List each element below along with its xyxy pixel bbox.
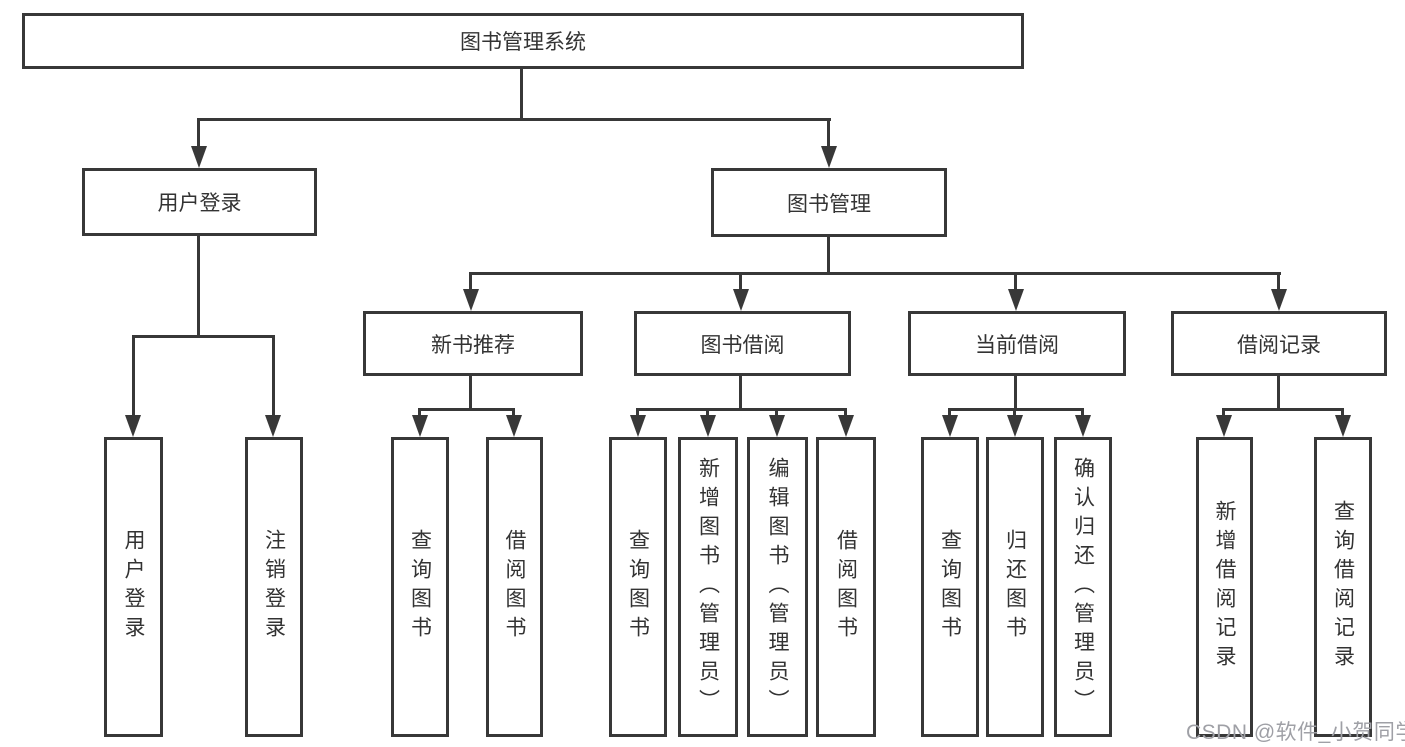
leaf-user-login: 用户登录 <box>104 437 163 737</box>
arrowhead-current-borrow <box>1008 289 1024 311</box>
arrowhead-leaf <box>506 415 522 437</box>
connector-borrow-records-stem <box>1277 376 1280 408</box>
connector-leaf <box>948 408 951 421</box>
node-current-borrow: 当前借阅 <box>908 311 1126 376</box>
arrowhead-leaf <box>1335 415 1351 437</box>
leaf-br-query-record: 查询借阅记录 <box>1314 437 1372 737</box>
connector-leaf <box>636 408 639 421</box>
node-book-borrow-label: 图书借阅 <box>700 333 785 357</box>
node-new-books: 新书推荐 <box>363 311 583 376</box>
arrowhead-leaf-user-login <box>125 415 141 437</box>
node-root: 图书管理系统 <box>22 13 1024 69</box>
connector-book-mgmt-stem <box>827 236 830 273</box>
node-book-mgmt-label: 图书管理 <box>787 192 871 216</box>
node-new-books-label: 新书推荐 <box>431 333 515 357</box>
leaf-cb-confirm-return: 确认归还（管理员） <box>1054 437 1112 737</box>
connector-book-borrow-stem <box>739 376 742 408</box>
arrowhead-leaf <box>1007 415 1023 437</box>
connector-leaf <box>706 408 709 421</box>
leaf-bb-borrow-books: 借阅图书 <box>816 437 876 737</box>
connector-to-leaf-logout <box>272 335 275 421</box>
arrowhead-book-borrow <box>733 289 749 311</box>
arrowhead-leaf <box>412 415 428 437</box>
arrowhead-user-login <box>191 146 207 168</box>
node-borrow-records-label: 借阅记录 <box>1237 333 1321 357</box>
leaf-cb-query-books-label: 查询图书 <box>938 529 962 645</box>
leaf-user-login-label: 用户登录 <box>122 529 145 645</box>
connector-level3-bus <box>469 272 1281 275</box>
leaf-cb-return-books: 归还图书 <box>986 437 1044 737</box>
connector-current-borrow-bus <box>949 408 1084 411</box>
leaf-logout: 注销登录 <box>245 437 303 737</box>
connector-leaf <box>1222 408 1225 421</box>
csdn-watermark: CSDN @软件_小贺同学 <box>1186 721 1405 744</box>
connector-user-login-bus <box>132 335 274 338</box>
leaf-bb-query-books: 查询图书 <box>609 437 667 737</box>
node-borrow-records: 借阅记录 <box>1171 311 1387 376</box>
leaf-bb-edit-books: 编辑图书（管理员） <box>747 437 808 737</box>
leaf-bb-edit-books-label: 编辑图书（管理员） <box>766 456 789 718</box>
leaf-nb-borrow-books-label: 借阅图书 <box>503 529 526 645</box>
arrowhead-leaf <box>700 415 716 437</box>
connector-borrow-records-bus <box>1223 408 1344 411</box>
leaf-logout-label: 注销登录 <box>262 529 286 645</box>
connector-leaf <box>1081 408 1084 421</box>
arrowhead-leaf <box>1075 415 1091 437</box>
connector-to-user-login <box>197 118 200 152</box>
node-book-mgmt: 图书管理 <box>711 168 947 237</box>
connector-leaf <box>512 408 515 421</box>
connector-leaf <box>1013 408 1016 421</box>
node-user-login: 用户登录 <box>82 168 317 236</box>
leaf-bb-add-books: 新增图书（管理员） <box>678 437 738 737</box>
node-user-login-label: 用户登录 <box>157 192 242 215</box>
arrowhead-leaf <box>769 415 785 437</box>
arrowhead-new-books <box>463 289 479 311</box>
connector-to-book-borrow <box>739 272 742 294</box>
connector-leaf <box>1341 408 1344 421</box>
leaf-nb-query-books-label: 查询图书 <box>408 529 432 645</box>
leaf-br-add-record-label: 新增借阅记录 <box>1213 500 1236 674</box>
leaf-nb-query-books: 查询图书 <box>391 437 449 737</box>
arrowhead-leaf <box>630 415 646 437</box>
leaf-cb-query-books: 查询图书 <box>921 437 979 737</box>
connector-book-borrow-bus <box>637 408 847 411</box>
arrowhead-book-mgmt <box>821 146 837 168</box>
leaf-nb-borrow-books: 借阅图书 <box>486 437 543 737</box>
connector-root-stem <box>520 69 523 118</box>
leaf-bb-borrow-books-label: 借阅图书 <box>834 529 858 645</box>
leaf-cb-return-books-label: 归还图书 <box>1003 529 1027 645</box>
leaf-cb-confirm-return-label: 确认归还（管理员） <box>1071 456 1095 718</box>
node-book-borrow: 图书借阅 <box>634 311 851 376</box>
arrowhead-leaf-logout <box>265 415 281 437</box>
connector-current-borrow-stem <box>1014 376 1017 408</box>
connector-to-leaf-user-login <box>132 335 135 421</box>
arrowhead-borrow-records <box>1271 289 1287 311</box>
arrowhead-leaf <box>838 415 854 437</box>
connector-to-current-borrow <box>1014 272 1017 294</box>
leaf-bb-query-books-label: 查询图书 <box>626 529 650 645</box>
arrowhead-leaf <box>942 415 958 437</box>
leaf-br-add-record: 新增借阅记录 <box>1196 437 1253 737</box>
connector-to-borrow-records <box>1277 272 1280 294</box>
connector-user-login-stem <box>197 235 200 335</box>
leaf-br-query-record-label: 查询借阅记录 <box>1331 500 1355 674</box>
node-root-label: 图书管理系统 <box>460 31 586 54</box>
connector-to-new-books <box>469 272 472 294</box>
arrowhead-leaf <box>1216 415 1232 437</box>
node-current-borrow-label: 当前借阅 <box>975 333 1059 357</box>
connector-level2-bus <box>197 118 831 121</box>
connector-new-books-stem <box>469 376 472 408</box>
connector-new-books-bus <box>419 408 515 411</box>
leaf-bb-add-books-label: 新增图书（管理员） <box>696 456 720 718</box>
connector-leaf <box>775 408 778 421</box>
connector-to-book-mgmt <box>827 118 830 152</box>
connector-leaf <box>844 408 847 421</box>
connector-leaf <box>418 408 421 421</box>
